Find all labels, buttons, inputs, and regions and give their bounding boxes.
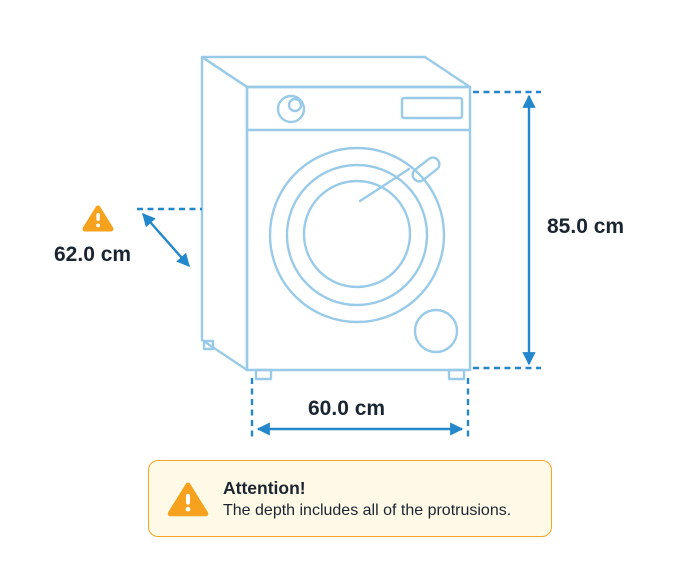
dimension-annotations xyxy=(137,90,541,438)
attention-title: Attention! xyxy=(223,477,306,498)
filter-cap xyxy=(413,308,459,354)
door-glass xyxy=(302,179,412,289)
depth-dimension-label: 62.0 cm xyxy=(54,243,132,266)
display-panel xyxy=(400,96,464,120)
washing-machine-drawing xyxy=(200,55,472,381)
depth-dimension-arrow xyxy=(142,213,190,267)
machine-front-panel xyxy=(245,85,472,372)
depth-warning-icon xyxy=(82,205,114,232)
front-left-foot xyxy=(254,368,273,381)
attention-text: Attention! The depth includes all of the… xyxy=(223,478,511,520)
front-right-foot xyxy=(447,368,466,381)
machine-side-panel xyxy=(200,55,249,372)
door-outer-ring xyxy=(268,146,446,324)
warning-icon xyxy=(167,482,209,516)
program-knob-inner xyxy=(287,97,303,113)
height-dimension-label: 85.0 cm xyxy=(547,215,625,238)
attention-box: Attention! The depth includes all of the… xyxy=(148,460,552,537)
door-handle xyxy=(411,156,441,183)
door-mid-ring xyxy=(285,163,429,307)
door-reflection-line xyxy=(358,167,411,203)
side-foot xyxy=(202,339,215,351)
width-dimension-label: 60.0 cm xyxy=(308,397,386,420)
machine-top-panel xyxy=(200,55,472,89)
attention-message: The depth includes all of the protrusion… xyxy=(223,501,512,519)
program-knob-icon xyxy=(276,94,306,124)
